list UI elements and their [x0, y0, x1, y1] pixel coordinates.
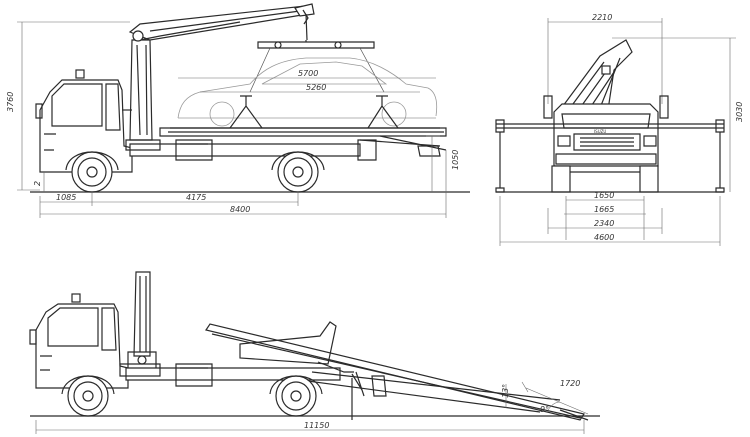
crane-stowed [133, 271, 151, 357]
dim-1720: 1720 [560, 379, 580, 388]
chassis [129, 143, 361, 157]
dim-4600: 4600 [594, 233, 614, 242]
dim-3030: 3030 [735, 102, 744, 122]
rear-wheel-top [277, 151, 319, 193]
dim-11150: 11150 [304, 421, 329, 430]
lifting-spreader [257, 41, 375, 49]
dim-1085: 1085 [56, 193, 76, 202]
dim-8400: 8400 [230, 205, 250, 214]
dim-1665: 1665 [594, 205, 614, 214]
dim-2: 2 [33, 181, 42, 186]
front-view: 2210 3030 ISUZU 1650 16 [495, 13, 744, 246]
front-right-tire [639, 165, 659, 193]
dim-ramp-angle-2: 9° [540, 405, 549, 414]
rear-wheel-bottom [275, 375, 317, 417]
outrigger-beam [496, 123, 724, 129]
dim-1050: 1050 [451, 150, 460, 170]
dim-5700: 5700 [298, 69, 318, 78]
side-view-tilted: 11150 1720 13° 9° [29, 271, 600, 434]
dim-ramp-angle-1: 13° [501, 384, 510, 398]
crane-boom [128, 5, 309, 41]
dim-5260: 5260 [306, 83, 326, 92]
front-cab [553, 103, 659, 167]
dim-4175: 4175 [186, 193, 206, 202]
dim-1650: 1650 [594, 191, 614, 200]
dim-2210: 2210 [592, 13, 612, 22]
car-outline [177, 57, 438, 119]
front-wheel-top [71, 151, 113, 193]
front-badge: ISUZU [594, 129, 606, 134]
front-wheel-bottom [67, 375, 109, 417]
side-view-top: 3760 5700 5260 [6, 3, 470, 218]
front-left-tire [551, 165, 571, 193]
dim-3760: 3760 [6, 92, 15, 112]
dim-2340: 2340 [594, 219, 614, 228]
crane-column [129, 39, 153, 141]
